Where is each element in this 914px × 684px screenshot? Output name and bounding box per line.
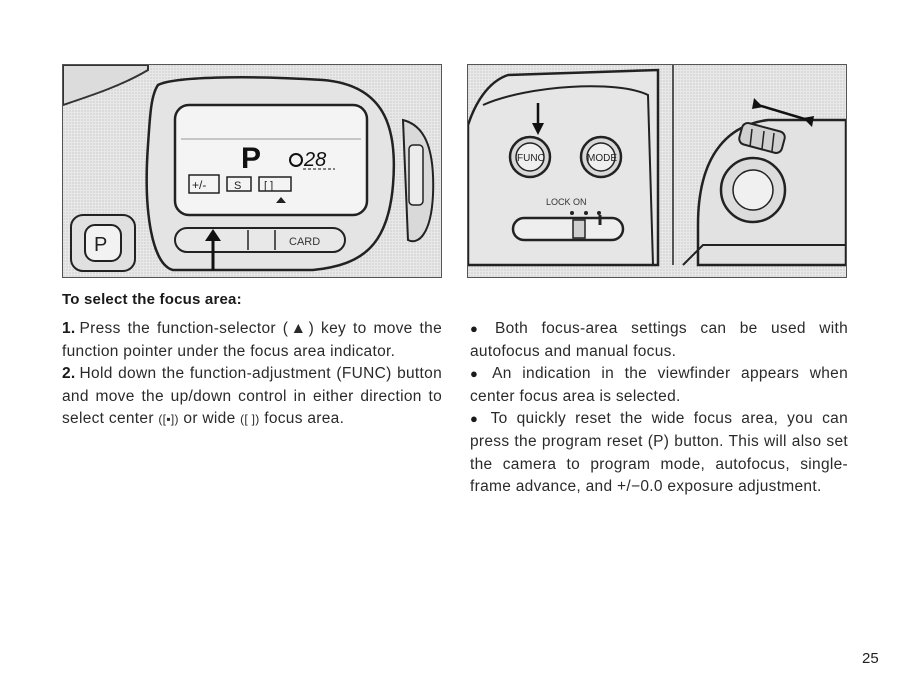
note-item: ●Both focus-area settings can be used wi… — [470, 318, 848, 363]
steps-column: 1.Press the function-selector (▲) key to… — [62, 318, 442, 431]
section-heading: To select the focus area: — [62, 291, 242, 308]
note-item: ●To quickly reset the wide focus area, y… — [470, 408, 848, 498]
step-2: 2.Hold down the function-adjustment (FUN… — [62, 363, 442, 431]
camera-lcd-illustration: P 28 +/- S [ ] P CARD — [63, 65, 441, 277]
function-pointer-icon — [276, 197, 286, 203]
notes-column: ●Both focus-area settings can be used wi… — [470, 318, 848, 499]
camera-lcd-photo: P 28 +/- S [ ] P CARD — [62, 64, 442, 278]
lock-switch — [511, 216, 625, 242]
svg-text:+/-: +/- — [192, 178, 206, 192]
focus-area-icon — [258, 176, 292, 192]
note-text: Both focus-area settings can be used wit… — [470, 320, 848, 360]
step-number: 2. — [62, 365, 76, 383]
frame-count: 28 — [303, 149, 326, 171]
svg-text:[ ]: [ ] — [264, 180, 273, 192]
camera-buttons-illustration: FUNC MODE LOCK ON — [468, 65, 846, 277]
note-text: An indication in the viewfinder appears … — [470, 365, 848, 405]
bullet-icon: ● — [470, 366, 485, 382]
svg-text:FUNC: FUNC — [517, 153, 545, 164]
lock-on-label: LOCK ON — [546, 197, 587, 207]
step-1: 1.Press the function-selector (▲) key to… — [62, 318, 442, 363]
step-text: Press the function-selector (▲) key to m… — [62, 320, 442, 360]
direction-arrow — [757, 103, 809, 122]
page-number: 25 — [862, 650, 879, 667]
bullet-icon: ● — [470, 321, 487, 336]
shutter-mode-icon — [226, 176, 252, 192]
step-text: focus area. — [264, 410, 345, 428]
lcd-panel — [173, 103, 369, 217]
svg-text:MODE: MODE — [587, 153, 617, 164]
step-text: Hold down the function-adjustment (FUNC)… — [62, 365, 442, 428]
frame-counter-icon — [289, 153, 303, 167]
note-item: ●An indication in the viewfinder appears… — [470, 363, 848, 408]
card-label: CARD — [289, 236, 320, 248]
svg-text:P: P — [94, 234, 107, 256]
function-selector-bar — [174, 227, 346, 253]
step-text: or wide — [183, 410, 236, 428]
bullet-icon: ● — [470, 411, 483, 427]
exposure-compensation-icon — [188, 174, 220, 194]
camera-buttons-photo: FUNC MODE LOCK ON — [467, 64, 847, 278]
wide-focus-symbol: ([ ]) — [240, 412, 260, 427]
center-focus-symbol: ([▪]) — [158, 412, 179, 427]
svg-text:S: S — [234, 180, 241, 192]
note-text: To quickly reset the wide focus area, yo… — [470, 410, 848, 496]
step-number: 1. — [62, 320, 76, 337]
mode-letter: P — [241, 142, 261, 175]
